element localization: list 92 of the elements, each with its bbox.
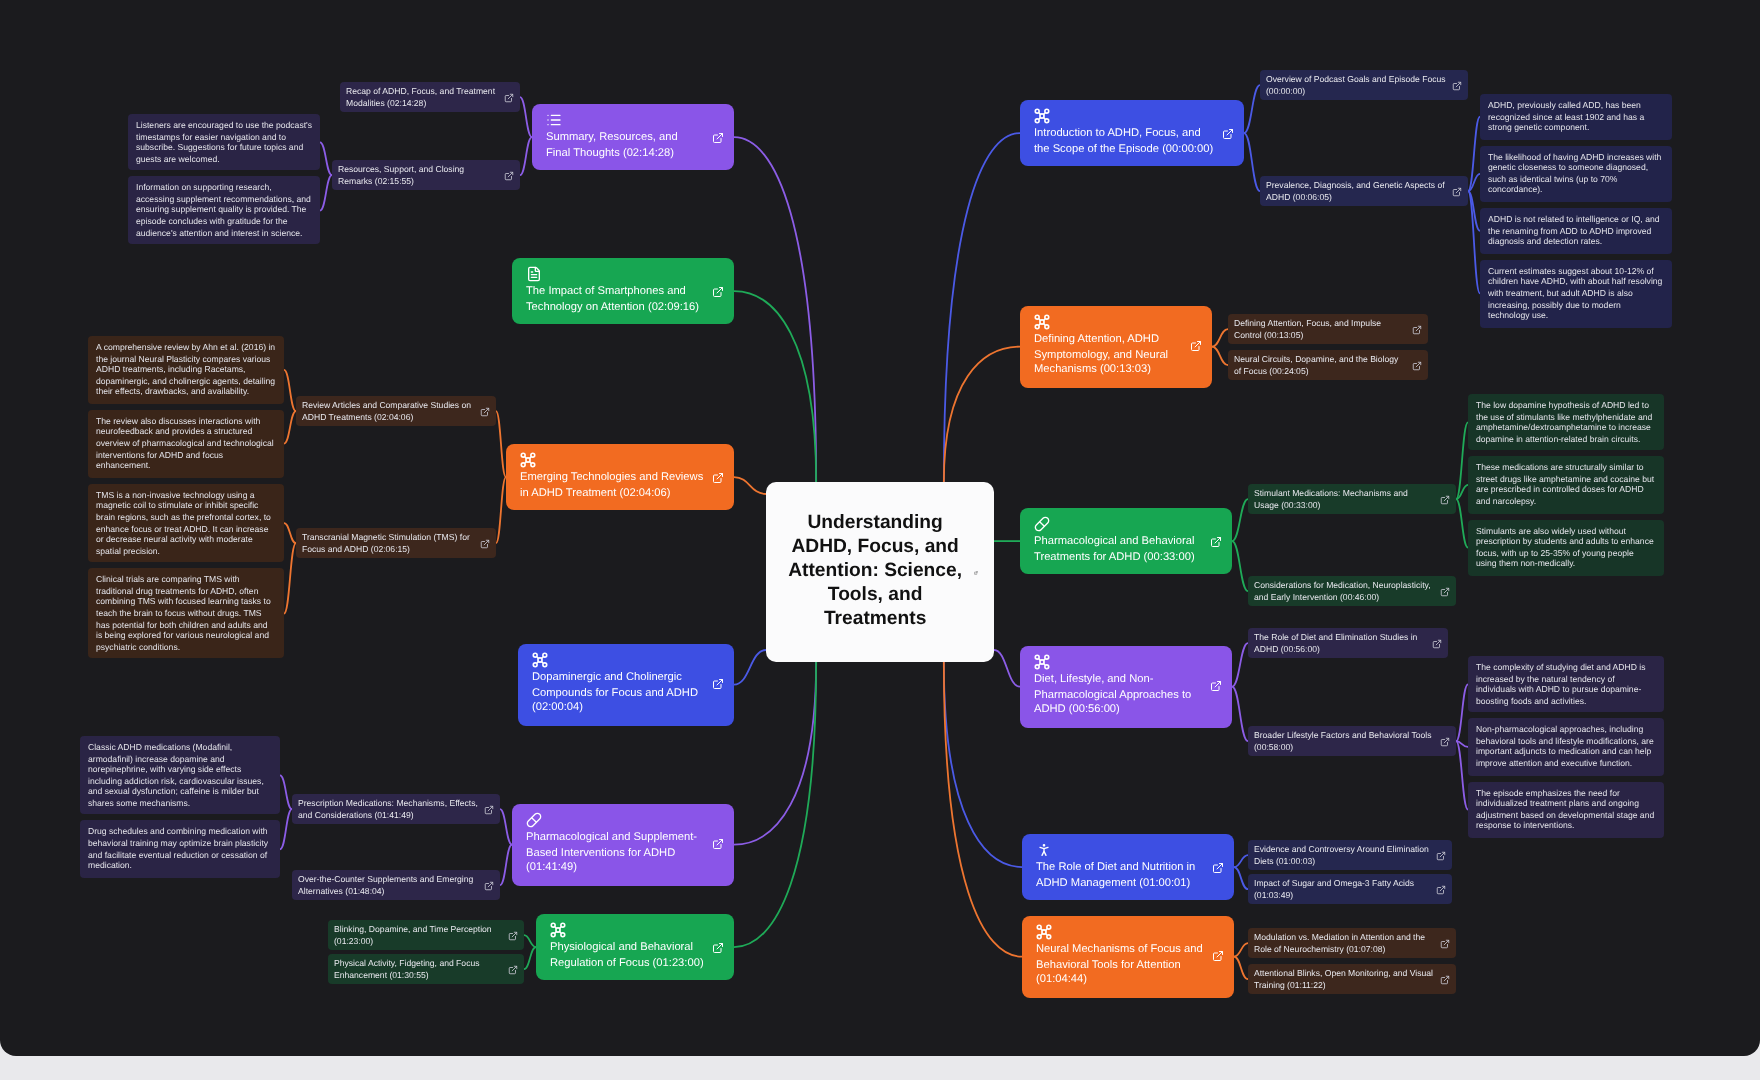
connector-line	[495, 410, 507, 478]
note-card	[1480, 145, 1672, 203]
connector-line	[1455, 498, 1469, 549]
connector-line	[1233, 866, 1249, 891]
topic-box	[1020, 646, 1232, 728]
subtopic-box	[328, 920, 524, 951]
connector-line	[1455, 421, 1469, 501]
note-card	[1468, 394, 1664, 451]
connector-line	[1231, 642, 1249, 688]
topic-box	[1022, 916, 1234, 998]
connector-line	[279, 774, 293, 811]
note-card	[128, 114, 320, 171]
subtopic-box	[1228, 314, 1428, 345]
connector-line	[942, 345, 1021, 483]
connector-line	[495, 476, 507, 545]
connector-line	[1467, 190, 1481, 295]
note-card	[1468, 781, 1664, 838]
connector-line	[523, 946, 537, 971]
connector-line	[1455, 484, 1469, 501]
note-card	[1468, 456, 1664, 514]
subtopic-box	[1248, 484, 1456, 515]
note-card	[80, 820, 280, 878]
subtopic-box	[1228, 350, 1428, 381]
topic-box	[1020, 508, 1232, 575]
connector-line	[519, 96, 533, 138]
connector-line	[499, 808, 513, 846]
note-card	[1468, 718, 1664, 776]
connector-line	[1455, 683, 1469, 743]
subtopic-box	[292, 794, 500, 825]
subtopic-box	[1248, 840, 1452, 871]
note-card	[80, 736, 280, 815]
topic-box	[1020, 100, 1244, 167]
connector-line	[733, 476, 767, 495]
connector-line	[1231, 685, 1249, 743]
subtopic-box	[296, 528, 496, 559]
connector-line	[733, 290, 818, 483]
connector-line	[733, 661, 818, 948]
connector-line	[1467, 190, 1481, 232]
note-card	[1480, 94, 1672, 140]
connector-line	[942, 661, 1023, 958]
central-topic-box	[766, 482, 994, 662]
subtopic-box	[292, 870, 500, 901]
connector-line	[1243, 84, 1261, 134]
connector-line	[1467, 172, 1481, 193]
subtopic-box	[340, 82, 520, 113]
note-card	[88, 483, 284, 563]
subtopic-box	[296, 396, 496, 427]
note-card	[1480, 208, 1672, 254]
connector-line	[519, 136, 533, 177]
connector-line	[1467, 115, 1481, 193]
subtopic-box	[1248, 726, 1456, 757]
subtopic-box	[1248, 964, 1456, 995]
note-card	[1468, 519, 1664, 576]
subtopic-box	[332, 160, 520, 191]
connector-line	[733, 649, 767, 686]
connector-line	[993, 540, 1021, 542]
connector-line	[283, 542, 297, 615]
connector-line	[1211, 328, 1229, 348]
note-card	[1468, 656, 1664, 713]
connector-line	[279, 808, 293, 851]
topic-box	[506, 444, 734, 511]
connector-line	[283, 522, 297, 545]
subtopic-box	[1248, 874, 1452, 905]
connector-line	[993, 649, 1021, 688]
connector-line	[1243, 132, 1261, 193]
connector-line	[319, 141, 333, 177]
connector-line	[283, 410, 297, 445]
connector-line	[1455, 740, 1469, 811]
subtopic-box	[1248, 628, 1448, 659]
connector-line	[1211, 345, 1229, 367]
topic-box	[536, 914, 734, 981]
subtopic-box	[328, 954, 524, 985]
connector-line	[319, 174, 333, 212]
subtopic-box	[1248, 576, 1456, 607]
connector-line	[283, 369, 297, 413]
topic-box	[1020, 306, 1212, 388]
central-topic-title: Understanding ADHD, Focus, and Attention: Science, Tools, and Treatments	[786, 512, 964, 632]
connector-line	[1233, 854, 1249, 868]
topic-box	[1022, 834, 1234, 901]
connector-line	[499, 843, 513, 887]
connector-line	[1233, 955, 1249, 981]
topic-box	[512, 258, 734, 325]
connector-line	[1231, 498, 1249, 542]
connector-line	[1231, 540, 1249, 593]
topic-box	[512, 804, 734, 886]
topic-box	[518, 644, 734, 726]
subtopic-box	[1260, 70, 1468, 101]
connector-line	[1233, 942, 1249, 958]
subtopic-box	[1260, 176, 1468, 207]
note-card	[88, 568, 284, 659]
topic-box	[532, 104, 734, 171]
subtopic-box	[1248, 928, 1456, 959]
